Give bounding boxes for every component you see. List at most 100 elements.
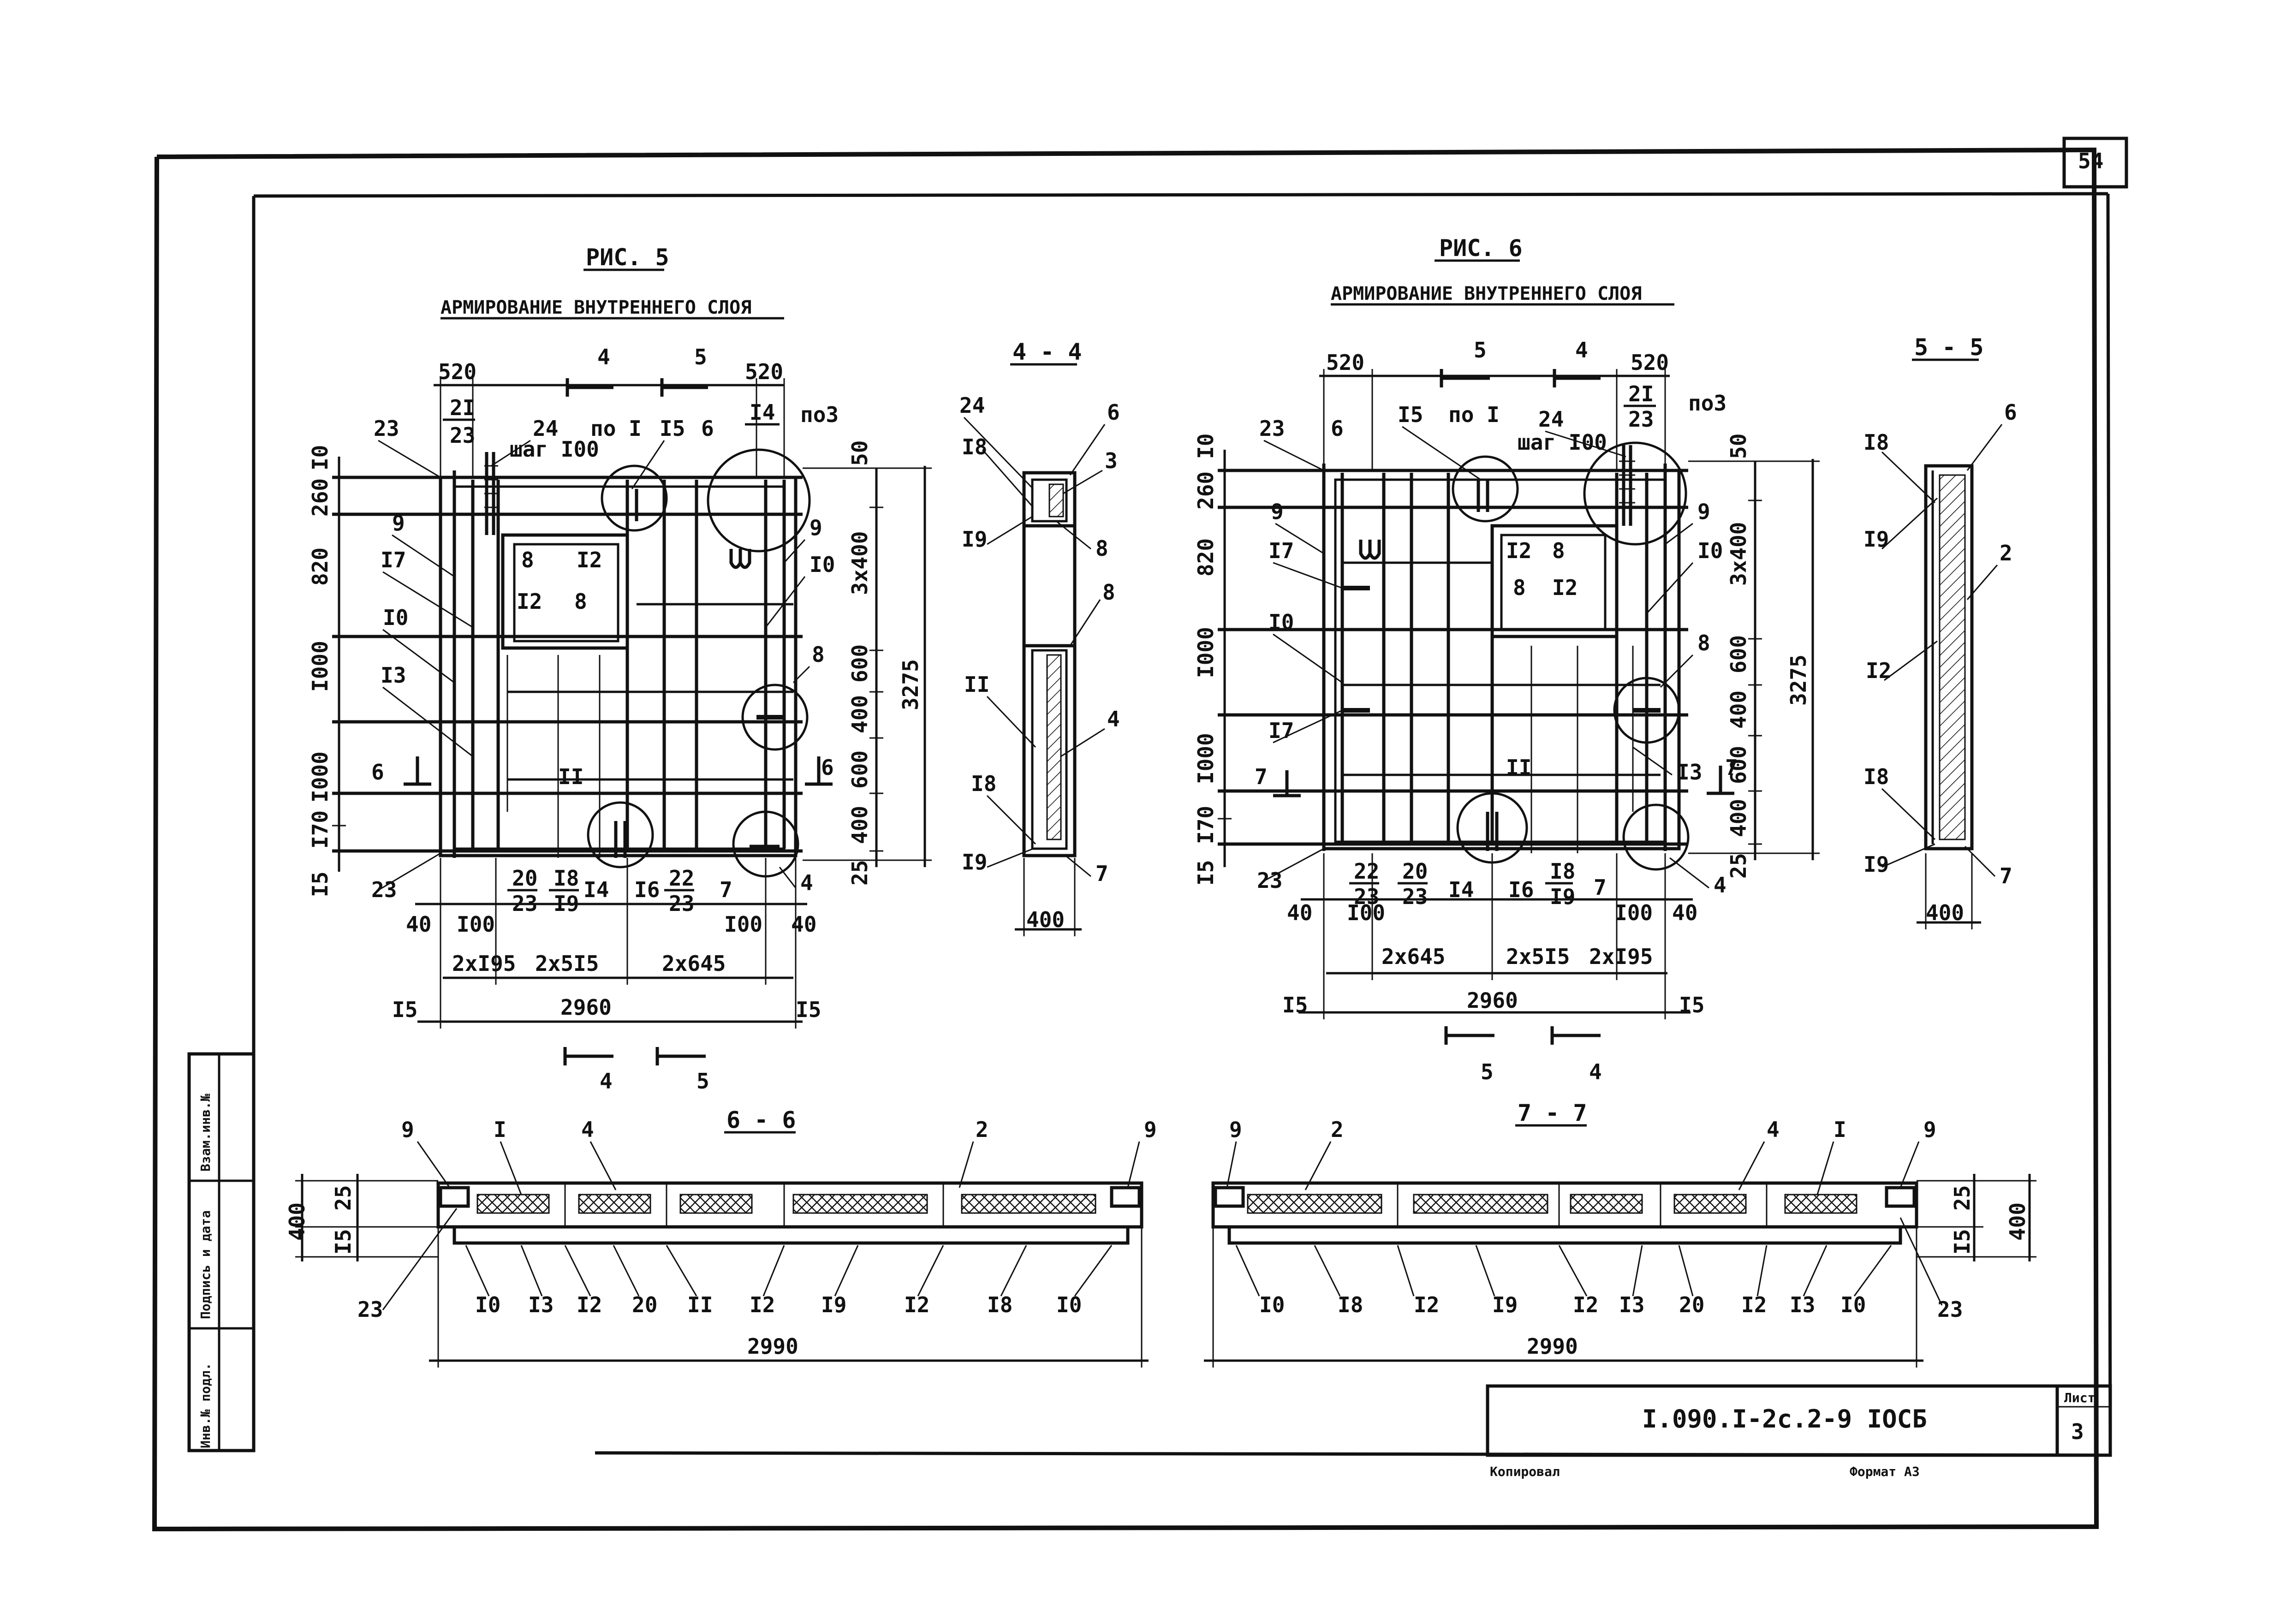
svg-text:I5: I5 <box>796 997 821 1022</box>
svg-text:820: 820 <box>308 547 333 586</box>
svg-text:I5: I5 <box>308 872 333 897</box>
svg-text:I0: I0 <box>308 445 333 470</box>
svg-text:II: II <box>558 764 583 789</box>
svg-text:I000: I000 <box>308 751 333 803</box>
svg-text:I2: I2 <box>577 1292 602 1317</box>
svg-text:I8: I8 <box>1863 430 1889 455</box>
svg-text:I8: I8 <box>554 866 579 891</box>
svg-text:7: 7 <box>1725 755 1738 780</box>
svg-text:23: 23 <box>1628 407 1654 432</box>
svg-text:600: 600 <box>1726 746 1751 784</box>
fig5-top-dim-left: 520 <box>438 359 476 384</box>
svg-text:8: 8 <box>521 547 534 572</box>
fig6: РИС. 6 АРМИРОВАНИЕ ВНУТРЕННЕГО СЛОЯ <box>1193 235 1820 1084</box>
svg-text:23: 23 <box>374 416 399 441</box>
svg-text:24: 24 <box>533 416 558 441</box>
svg-text:40: 40 <box>791 912 816 937</box>
svg-text:I4: I4 <box>1448 877 1474 902</box>
svg-text:8: 8 <box>1513 575 1526 600</box>
svg-text:6: 6 <box>701 416 714 441</box>
svg-text:I3: I3 <box>1677 760 1702 785</box>
svg-text:I5: I5 <box>1282 993 1308 1017</box>
svg-text:23: 23 <box>669 891 694 916</box>
sec55-width: 400 <box>1926 900 1964 925</box>
svg-text:7: 7 <box>1095 861 1108 886</box>
svg-text:I2: I2 <box>1506 538 1531 563</box>
svg-text:по3: по3 <box>1688 391 1726 416</box>
svg-text:2: 2 <box>1331 1117 1344 1142</box>
svg-text:I8: I8 <box>1863 764 1889 789</box>
svg-text:6: 6 <box>821 755 834 780</box>
sec44-title: 4 - 4 <box>1012 339 1082 365</box>
svg-text:23: 23 <box>450 423 475 448</box>
svg-text:I9: I9 <box>962 527 987 552</box>
svg-text:20: 20 <box>512 866 537 891</box>
svg-text:I000: I000 <box>1193 733 1218 784</box>
fig6-width: 2960 <box>1467 988 1518 1013</box>
svg-text:2I: 2I <box>450 395 475 420</box>
section-5-5: 5 - 5 400 I8 I9 I2 I8 I9 6 2 7 <box>1863 334 2017 929</box>
svg-text:20: 20 <box>1679 1292 1704 1317</box>
svg-text:9: 9 <box>401 1117 414 1142</box>
svg-text:25: 25 <box>331 1185 356 1211</box>
svg-text:260: 260 <box>308 478 333 517</box>
svg-text:20: 20 <box>632 1292 657 1317</box>
svg-text:820: 820 <box>1193 538 1218 577</box>
svg-text:20: 20 <box>1402 859 1428 884</box>
svg-text:7: 7 <box>2000 863 2012 888</box>
svg-text:9: 9 <box>392 511 405 535</box>
svg-text:I9: I9 <box>1863 527 1889 552</box>
svg-text:I2: I2 <box>577 547 602 572</box>
svg-text:I000: I000 <box>1193 627 1218 678</box>
svg-text:3x400: 3x400 <box>847 531 872 595</box>
fig5-height: 3275 <box>898 659 923 710</box>
fig5-subtitle: АРМИРОВАНИЕ ВНУТРЕННЕГО СЛОЯ <box>441 297 751 318</box>
fig6-title: РИС. 6 <box>1439 235 1523 262</box>
sec77-title: 7 - 7 <box>1518 1100 1587 1126</box>
svg-text:I00: I00 <box>1614 900 1653 925</box>
svg-text:7: 7 <box>1594 875 1607 900</box>
svg-text:4: 4 <box>800 870 813 895</box>
svg-text:I8: I8 <box>987 1292 1012 1317</box>
svg-text:I2: I2 <box>1866 658 1891 683</box>
svg-text:I00: I00 <box>724 912 762 937</box>
svg-text:5: 5 <box>697 1069 709 1094</box>
sec55-title: 5 - 5 <box>1914 334 1984 361</box>
svg-text:I70: I70 <box>308 810 333 849</box>
svg-text:I2: I2 <box>1573 1292 1598 1317</box>
svg-text:I0: I0 <box>1840 1292 1866 1317</box>
stamp-vzam: Взам.инв.№ <box>198 1094 213 1172</box>
svg-text:I7: I7 <box>1268 538 1294 563</box>
svg-text:2x5I5: 2x5I5 <box>1506 944 1570 969</box>
svg-text:I0: I0 <box>1056 1292 1082 1317</box>
svg-text:400: 400 <box>1726 690 1751 729</box>
svg-text:I5: I5 <box>1398 402 1423 427</box>
svg-text:I9: I9 <box>1550 884 1575 909</box>
svg-text:4: 4 <box>600 1069 613 1094</box>
svg-text:2x5I5: 2x5I5 <box>535 951 599 976</box>
svg-text:24: 24 <box>959 393 985 418</box>
stamp-sign: Подпись и дата <box>198 1210 213 1319</box>
svg-text:I5: I5 <box>660 416 685 441</box>
svg-text:I2: I2 <box>1552 575 1578 600</box>
svg-text:9: 9 <box>1697 499 1710 524</box>
svg-text:8: 8 <box>812 642 825 667</box>
sec66-length: 2990 <box>747 1334 798 1359</box>
svg-text:I5: I5 <box>1950 1229 1975 1255</box>
svg-text:25: 25 <box>1726 853 1751 879</box>
svg-text:I6: I6 <box>1508 877 1534 902</box>
svg-text:I0: I0 <box>1697 538 1723 563</box>
svg-text:6: 6 <box>371 760 384 785</box>
svg-text:23: 23 <box>1257 868 1282 893</box>
section-4-4: 4 - 4 400 24 I8 I9 6 3 8 8 II 4 I8 I9 7 <box>959 339 1120 936</box>
svg-text:40: 40 <box>406 912 431 937</box>
svg-text:9: 9 <box>1144 1117 1157 1142</box>
svg-text:23: 23 <box>357 1297 383 1322</box>
svg-text:2: 2 <box>2000 541 2012 565</box>
svg-text:8: 8 <box>1697 631 1710 655</box>
svg-text:50: 50 <box>847 440 872 466</box>
svg-text:2I: 2I <box>1628 381 1654 406</box>
section-6-6: 6 - 6 400 25 I5 2990 9 I 4 2 9 23 I0 I3 <box>285 1106 1157 1368</box>
svg-text:23: 23 <box>512 891 537 916</box>
